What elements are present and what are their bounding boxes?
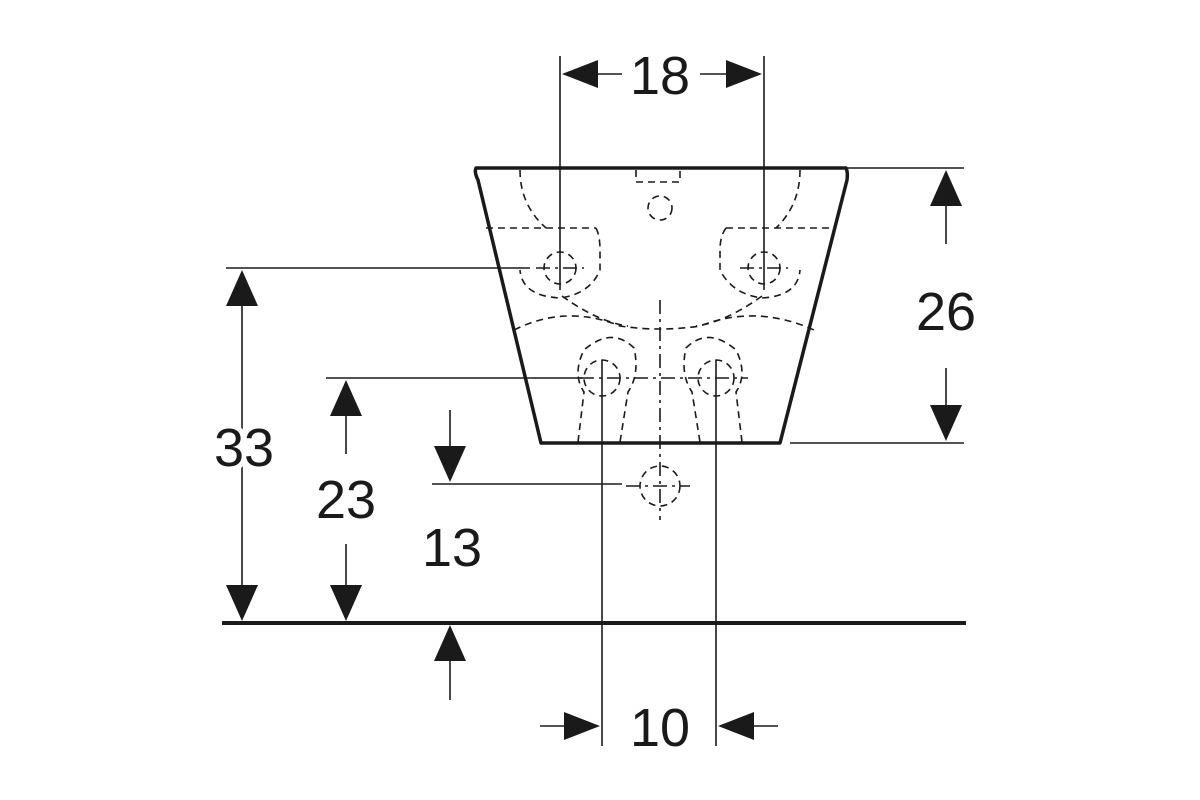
bidet-outline xyxy=(473,166,850,445)
dimension-top-spacing: 18 xyxy=(562,46,762,106)
dimension-bottom-spacing: 10 xyxy=(540,698,778,758)
dimension-bowl-height: 26 xyxy=(916,170,976,441)
dimension-supply-height: 13 xyxy=(422,410,482,700)
dimension-label-26: 26 xyxy=(916,282,976,342)
dimension-label-13: 13 xyxy=(422,518,482,578)
extension-lines xyxy=(226,56,964,746)
center-lines xyxy=(536,267,788,520)
hidden-contours xyxy=(486,169,836,443)
dimension-upper-fixing-height: 33 xyxy=(209,270,279,621)
lower-connection-holes xyxy=(583,359,735,397)
dimension-label-10: 10 xyxy=(630,698,690,758)
dimension-label-33: 33 xyxy=(214,418,274,478)
dimension-lower-fixing-height: 23 xyxy=(316,380,376,621)
dimension-label-18: 18 xyxy=(630,46,690,106)
dimension-label-23: 23 xyxy=(316,470,376,530)
